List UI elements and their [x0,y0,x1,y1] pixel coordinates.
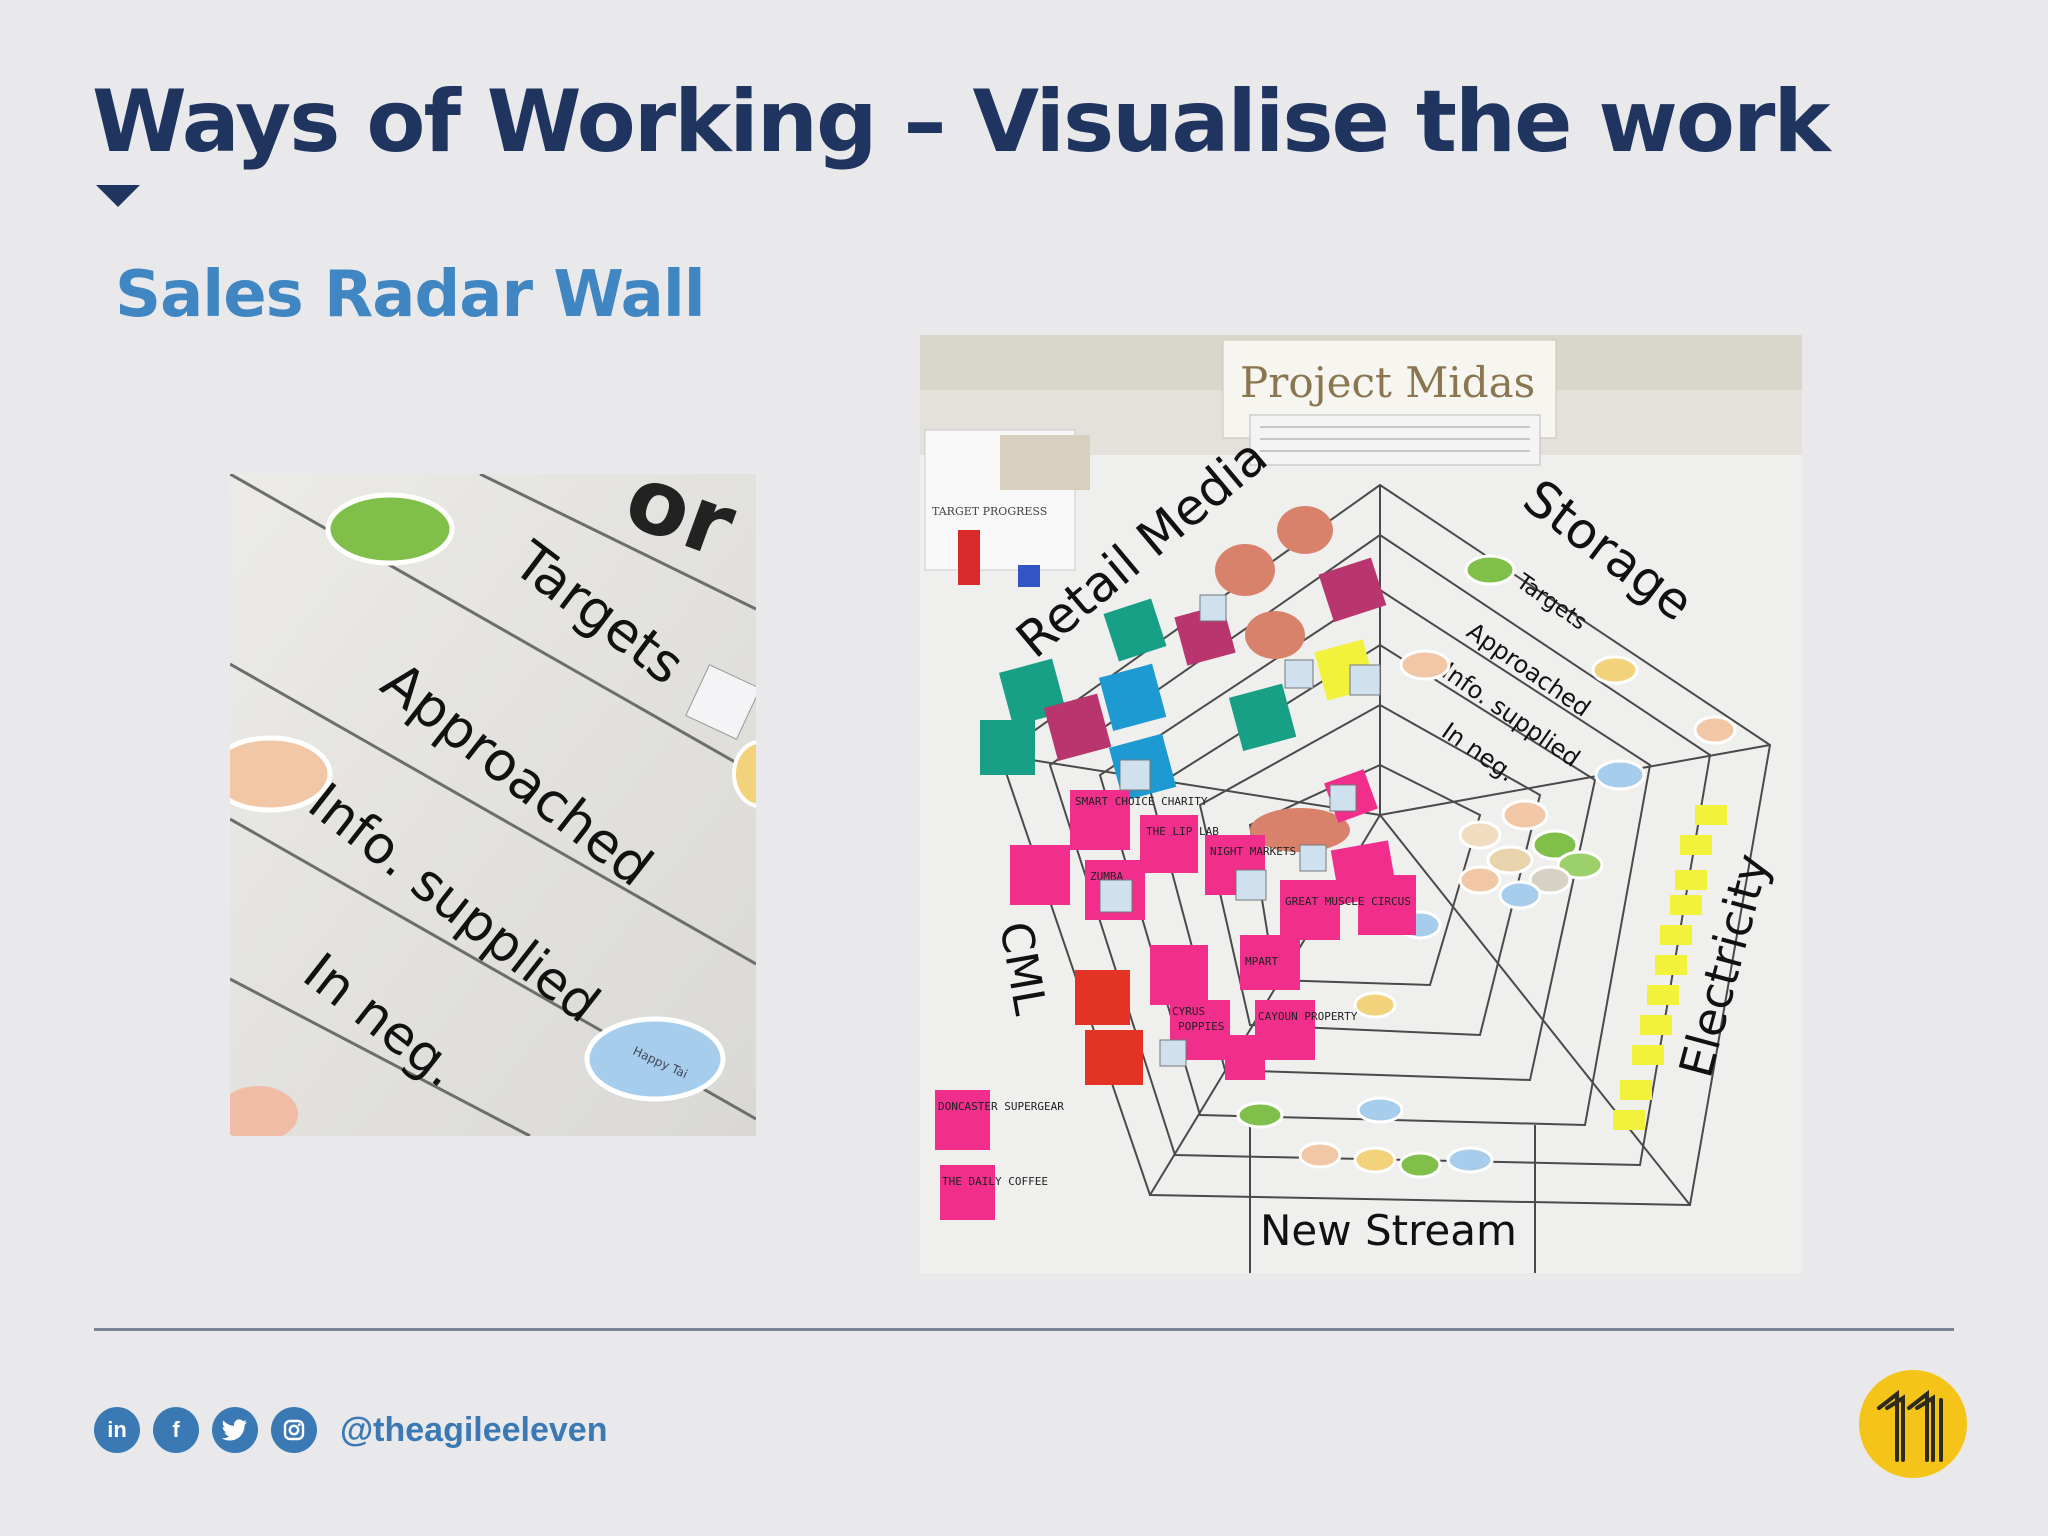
axis-new-stream: New Stream [1260,1206,1517,1255]
progress-bar-red [958,530,980,585]
svg-text:THE LIP LAB: THE LIP LAB [1146,825,1219,838]
radar-wall-illustration: Project Midas TARGET PROGRESS [920,335,1802,1273]
svg-text:THE DAILY COFFEE: THE DAILY COFFEE [942,1175,1048,1188]
slide-title: Ways of Working – Visualise the work [92,72,1831,172]
linkedin-icon[interactable]: in [94,1407,140,1453]
social-handle[interactable]: @theagileeleven [340,1410,608,1449]
svg-text:CAYOUN PROPERTY: CAYOUN PROPERTY [1258,1010,1358,1023]
svg-text:SMART CHOICE CHARITY: SMART CHOICE CHARITY [1075,795,1208,808]
facebook-icon[interactable]: f [153,1407,199,1453]
photo-closeup-radar-labels: or Happy Tai Targets Approached Info. su… [230,474,756,1136]
cloud-blue: Happy Tai [584,1016,726,1102]
ring-line [230,474,756,776]
ring-line [479,474,756,611]
banner-title: Project Midas [1240,358,1535,407]
cloud-pink [230,1086,298,1136]
progress-bar-blue [1018,565,1040,587]
photo-sales-radar-wall: Project Midas TARGET PROGRESS [920,335,1802,1273]
cloud-yellow [732,740,756,808]
title-marker-triangle [96,185,140,207]
closeup-illustration: or Happy Tai Targets Approached Info. su… [230,474,756,1136]
ring-line [230,977,531,1136]
footer-divider [94,1328,1954,1331]
svg-text:CYRUS: CYRUS [1172,1005,1205,1018]
svg-text:NIGHT MARKETS: NIGHT MARKETS [1210,845,1296,858]
svg-text:DONCASTER SUPERGEAR: DONCASTER SUPERGEAR [938,1100,1064,1113]
cloud-green [325,492,455,566]
instagram-icon[interactable] [271,1407,317,1453]
svg-text:MPART: MPART [1245,955,1278,968]
svg-text:POPPIES: POPPIES [1178,1020,1224,1033]
slide-subtitle: Sales Radar Wall [115,258,706,332]
social-links: in f @theagileeleven [94,1407,607,1453]
ring-line [230,662,756,966]
cloud-peach [230,735,333,813]
twitter-icon[interactable] [212,1407,258,1453]
svg-text:TARGET PROGRESS: TARGET PROGRESS [932,505,1047,518]
svg-text:GREAT MUSCLE CIRCUS: GREAT MUSCLE CIRCUS [1285,895,1411,908]
agile-eleven-logo [1857,1368,1969,1480]
